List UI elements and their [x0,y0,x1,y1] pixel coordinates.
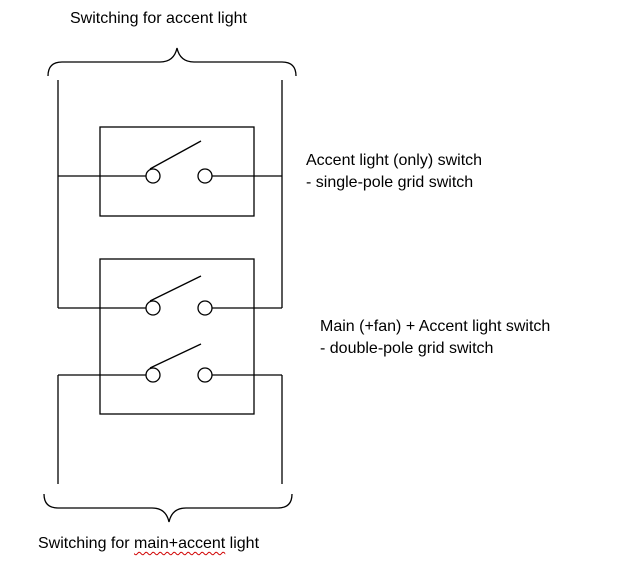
lower-pole-contact-left [145,367,161,383]
main-accent-switch-title: Main (+fan) + Accent light switch [320,318,551,335]
main-accent-switch-box [99,258,255,415]
accent-switch-description: Accent light (only) switch - single-pole… [306,150,482,194]
main-accent-switch-subtitle: - double-pole grid switch [320,340,494,357]
main-accent-switch-description: Main (+fan) + Accent light switch - doub… [320,316,550,360]
top-brace [47,47,297,77]
lower-pole-contact-right [197,367,213,383]
spellcheck-flagged-word: main+accent [134,535,226,552]
upper-pole-lever [149,275,202,302]
bottom-brace [43,493,293,523]
accent-switch-contact-left [145,168,161,184]
accent-switch-contact-right [197,168,213,184]
top-bracket-label: Switching for accent light [70,10,247,27]
upper-pole-contact-right [197,300,213,316]
upper-pole-contact-left [145,300,161,316]
lower-pole-lever [149,343,202,369]
accent-switch-lever [149,140,202,170]
accent-switch-subtitle: - single-pole grid switch [306,174,474,191]
bottom-bracket-label: Switching for main+accent light [38,533,259,555]
accent-switch-box [99,126,255,217]
bottom-label-suffix: light [225,535,260,552]
bottom-label-prefix: Switching for [38,535,135,552]
accent-switch-title: Accent light (only) switch [306,152,483,169]
